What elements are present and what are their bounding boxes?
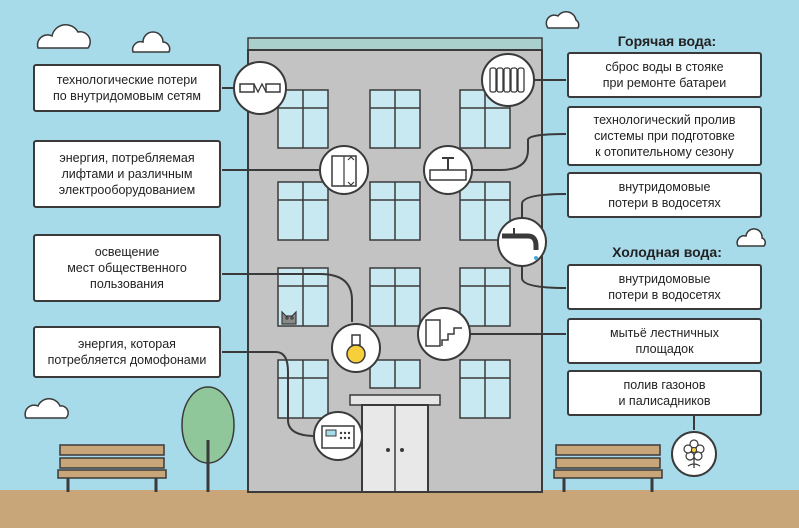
cloud-icon xyxy=(24,398,69,419)
cat-icon xyxy=(281,310,297,325)
label-system-flush: технологический пролив системы при подго… xyxy=(567,106,762,166)
connector-lines xyxy=(222,79,695,437)
cloud-icon xyxy=(131,31,171,53)
building xyxy=(247,37,543,493)
valve-icon xyxy=(423,145,473,195)
cloud-icon xyxy=(736,228,766,247)
pipe-joint-icon xyxy=(233,61,287,115)
bench-icon xyxy=(57,444,167,492)
label-hot-water-losses: внутридомовые потери в водосетях xyxy=(567,172,762,218)
label-intercom-energy: энергия, которая потребляется домофонами xyxy=(33,326,221,378)
tree-icon xyxy=(181,386,235,492)
elevator-icon xyxy=(319,145,369,195)
faucet-icon xyxy=(497,217,547,267)
bench-icon xyxy=(553,444,663,492)
label-elevator-energy: энергия, потребляемая лифтами и различны… xyxy=(33,140,221,208)
label-stair-cleaning: мытьё лестничных площадок xyxy=(567,318,762,364)
cold-water-title: Холодная вода: xyxy=(612,244,722,260)
flower-icon xyxy=(671,431,717,477)
label-radiator-drain: сброс воды в стояке при ремонте батареи xyxy=(567,52,762,98)
intercom-icon xyxy=(313,411,363,461)
label-network-losses: технологические потери по внутридомовым … xyxy=(33,64,221,112)
light-bulb-icon xyxy=(331,323,381,373)
ground xyxy=(0,490,799,528)
cloud-icon xyxy=(36,24,91,49)
radiator-icon xyxy=(481,53,535,107)
stairs-icon xyxy=(417,307,471,361)
label-cold-water-losses: внутридомовые потери в водосетях xyxy=(567,264,762,310)
label-lawn-watering: полив газонов и палисадников xyxy=(567,370,762,416)
cloud-icon xyxy=(545,11,580,29)
label-public-lighting: освещение мест общественного пользования xyxy=(33,234,221,302)
hot-water-title: Горячая вода: xyxy=(617,33,717,49)
